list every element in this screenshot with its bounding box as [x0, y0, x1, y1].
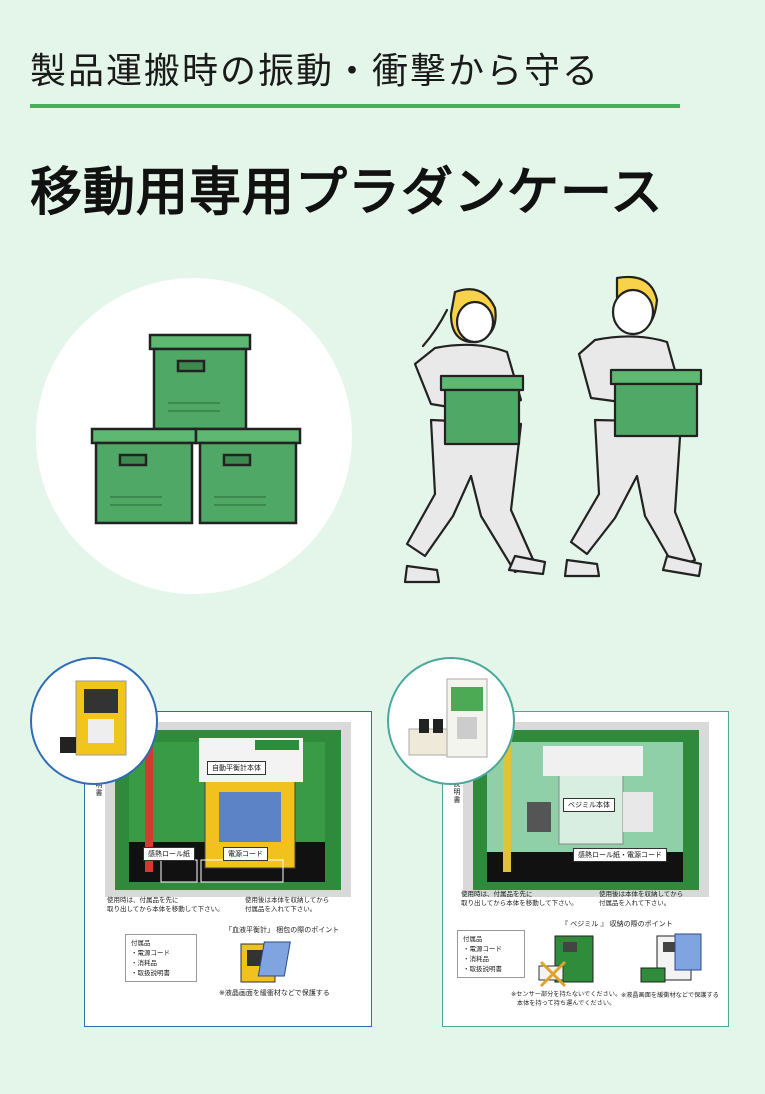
right-device-thumbnail: [387, 657, 515, 785]
page-subtitle: 製品運搬時の振動・衝撃から守る: [30, 51, 601, 92]
accessory-item: ・電源コード: [131, 949, 170, 957]
left-device-thumbnail: [30, 657, 158, 785]
accessories-title: 付属品: [463, 935, 483, 943]
roll-paper-label: 感熱ロール紙: [143, 847, 195, 861]
sensor-warning-illustration: [538, 935, 594, 988]
yellow-device-image: [60, 680, 127, 756]
screen-protection-illustration: [640, 933, 702, 983]
stacked-boxes-illustration: [90, 333, 302, 525]
main-unit-label: 自動平衡計本体: [207, 761, 266, 775]
vegimil-device-image: [408, 678, 488, 758]
title-divider: [30, 104, 680, 108]
accessories-title: 付属品: [131, 939, 151, 947]
power-cord-label: 電源コード: [223, 847, 268, 861]
note-after-use: 使用後は本体を収納してから 付属品を入れて下さい。: [245, 896, 330, 913]
accessory-item: ・電源コード: [463, 945, 502, 953]
vegimil-unit-label: ベジミル本体: [563, 798, 615, 812]
packing-point-title: 「血液平衡計」 梱包の際のポイント: [225, 926, 340, 934]
sensor-note: ※センサー部分を持たないでください。 本体を持って持ち運んでください。: [511, 991, 622, 1007]
note-before-use: 使用時は、付属品を先に 取り出してから本体を移動して下さい。: [107, 896, 224, 913]
packing-point-note: ※液晶画面を緩衝材などで保護する: [219, 989, 330, 997]
device-packing-illustration: [240, 941, 291, 983]
accessory-item: ・消耗品: [463, 955, 489, 963]
accessory-item: ・取扱説明書: [463, 965, 502, 973]
packing-point-title: 『 ベジミル 』 収納の際のポイント: [561, 920, 673, 928]
roll-and-cord-label: 感熱ロール紙・電源コード: [573, 848, 667, 862]
accessory-item: ・消耗品: [131, 959, 157, 967]
left-case-panel: 自動平衡計本体 感熱ロール紙 電源コード 取扱説明書 使用時は、付属品を先に 取…: [84, 711, 372, 1027]
accessory-item: ・取扱説明書: [131, 969, 170, 977]
people-carrying-boxes-illustration: [403, 275, 703, 584]
page-title: 移動用専用プラダンケース: [30, 163, 664, 223]
screen-protection-note: ※液晶画面を緩衝材などで保護する: [621, 992, 719, 999]
accessories-list: 付属品 ・電源コード ・消耗品 ・取扱説明書: [125, 934, 197, 982]
accessories-list: 付属品 ・電源コード ・消耗品 ・取扱説明書: [457, 930, 525, 978]
note-before-use: 使用時は、付属品を先に 取り出してから本体を移動して下さい。: [461, 890, 578, 907]
note-after-use: 使用後は本体を収納してから 付属品を入れて下さい。: [599, 890, 684, 907]
